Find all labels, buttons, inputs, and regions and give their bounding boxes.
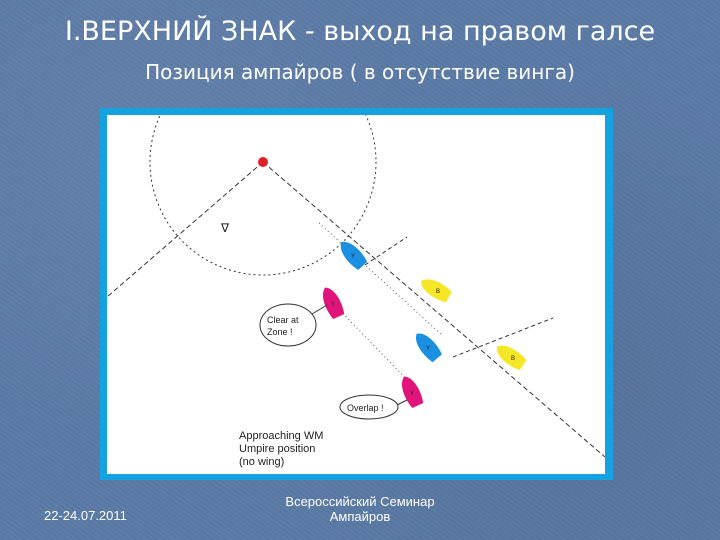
diagram-frame: ∇ Y Y B B Y	[100, 108, 613, 480]
yellow-boat-2	[492, 340, 528, 372]
starboard-layline	[262, 161, 605, 458]
zone-circle	[149, 115, 377, 276]
port-layline	[107, 161, 264, 298]
pink-boat-2-label: Y	[410, 391, 414, 397]
clear-zone-callout	[259, 303, 317, 347]
clear-zone-text-1: Clear at	[267, 315, 299, 325]
footer-date: 22-24.07.2011	[44, 508, 127, 523]
yellow-boat-2-label: B	[511, 356, 515, 362]
blue-boat-2-label: Y	[426, 346, 430, 352]
windward-mark	[258, 157, 268, 167]
blue-boat-1-label: Y	[351, 254, 355, 260]
slide-title: I.ВЕРХНИЙ ЗНАК - выход на правом галсе	[64, 16, 656, 47]
pink-boat-1-label: Y	[331, 302, 335, 308]
diagram-canvas: ∇ Y Y B B Y	[107, 115, 605, 474]
footer-seminar: Всероссийский Семинар Ампайров	[250, 494, 470, 524]
overlap-pointer	[396, 399, 408, 406]
rounding-diagram: ∇ Y Y B B Y	[107, 115, 605, 468]
footer-seminar-line-2: Ампайров	[329, 509, 391, 524]
umpire-boat-icon: ∇	[220, 221, 230, 235]
overlap-line-lower	[452, 317, 554, 358]
clear-zone-text-2: Zone !	[267, 327, 293, 337]
yellow-boat-1-label: B	[436, 289, 440, 295]
caption-line-2: Umpire position	[239, 443, 315, 455]
overlap-line-upper	[364, 236, 408, 266]
clear-zone-pointer	[311, 304, 328, 315]
blue-boat-track	[318, 222, 443, 336]
caption-line-1: Approaching WM	[239, 430, 323, 442]
caption-line-3: (no wing)	[239, 456, 284, 468]
footer-seminar-line-1: Всероссийский Семинар	[285, 494, 435, 509]
overlap-callout	[339, 394, 399, 420]
slide-subtitle: Позиция ампайров ( в отсутствие винга)	[145, 60, 575, 84]
overlap-text: Overlap !	[347, 403, 384, 413]
